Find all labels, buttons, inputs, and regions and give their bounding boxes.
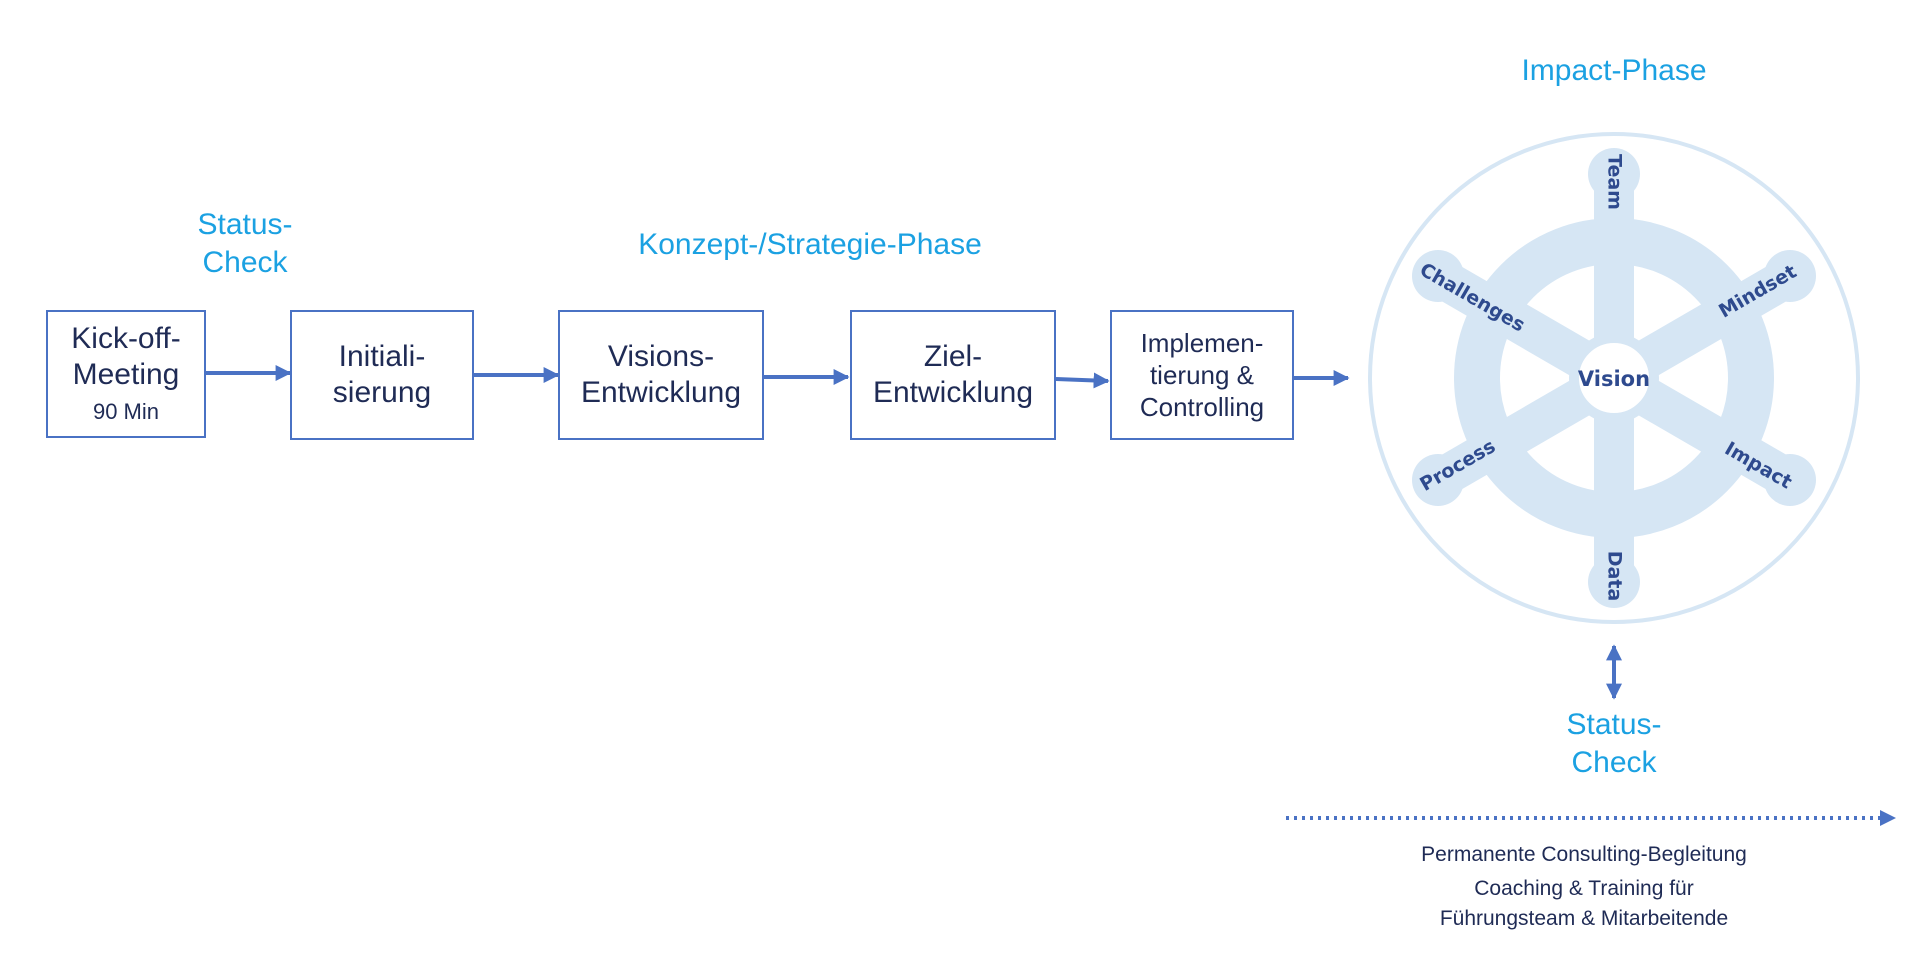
step-initialisierung-line1: Initiali- (338, 340, 426, 373)
ship-wheel: Vision Team Mindset Impact Data Process … (1368, 132, 1860, 624)
step-implementierung-line2: tierung & (1149, 360, 1255, 390)
step-box-implementierung: Implemen- tierung & Controlling (1110, 310, 1294, 440)
wheel-hub-ring (1569, 333, 1659, 423)
step-box-kickoff: Kick-off- Meeting 90 Min (46, 310, 206, 438)
arrow-ziel-to-implementierung (1055, 372, 1110, 389)
step-ziel-line1: Ziel- (923, 340, 983, 373)
step-vision-line1: Visions- (607, 340, 715, 373)
wheel-outer-ring (1368, 132, 1860, 624)
step-box-visionsentwicklung: Visions- Entwicklung (558, 310, 764, 440)
status-check-bottom-line2: Check (1571, 746, 1657, 779)
step-kickoff-duration: 90 Min (92, 399, 160, 424)
step-initialisierung-line2: sierung (332, 376, 432, 409)
step-implementierung-line3: Controlling (1139, 392, 1265, 422)
concept-phase-label: Konzept-/Strategie-Phase (638, 228, 982, 261)
status-check-top-line1: Status- (197, 208, 293, 241)
wheel-center-label: Vision (1578, 367, 1650, 391)
wheel-rim (1454, 218, 1774, 538)
status-check-top-line2: Check (202, 246, 288, 279)
coaching-label-line2: Führungsteam & Mitarbeitende (1439, 907, 1729, 930)
step-box-zielentwicklung: Ziel- Entwicklung (850, 310, 1056, 440)
wheel-knobs (1412, 148, 1816, 608)
wheel-hub (1574, 338, 1654, 418)
status-check-bottom-line1: Status- (1566, 708, 1662, 741)
coaching-label-line1: Coaching & Training für (1474, 877, 1694, 900)
step-ziel-line2: Entwicklung (872, 376, 1034, 409)
step-box-initialisierung: Initiali- sierung (290, 310, 474, 440)
impact-phase-label: Impact-Phase (1521, 54, 1707, 87)
wheel-spoke-label-team: Team (1604, 154, 1626, 210)
status-check-label-top: Status- Check (170, 206, 320, 282)
step-vision-line2: Entwicklung (580, 376, 742, 409)
consulting-label: Permanente Consulting-Begleitung (1421, 843, 1747, 866)
step-kickoff-line2: Meeting (72, 358, 180, 391)
step-implementierung-line1: Implemen- (1140, 328, 1264, 358)
dotted-arrow-head (1880, 810, 1896, 826)
status-check-label-bottom: Status- Check (1534, 706, 1694, 782)
wheel-spoke-label-data: Data (1604, 551, 1626, 602)
step-kickoff-line1: Kick-off- (71, 322, 181, 355)
